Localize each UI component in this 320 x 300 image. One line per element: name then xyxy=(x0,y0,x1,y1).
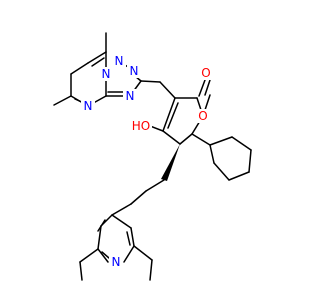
atom-labels: N N N N N O O HO N xyxy=(81,54,213,269)
atom-label-o-ring: O xyxy=(198,109,207,123)
atom-label-n-pyridine: N xyxy=(112,255,121,269)
triazolopyrimidine-ring xyxy=(53,32,176,107)
atom-label-n-pyrimidine: N xyxy=(84,99,93,113)
molecule-structure: N N N N N O O HO N xyxy=(53,32,252,281)
cyclopentyl-ring xyxy=(209,136,252,181)
pyridine-ring xyxy=(79,203,153,281)
ethyl-linker xyxy=(130,144,180,205)
atom-label-n-triazole-1: N xyxy=(115,54,124,68)
atom-label-n-triazole-2: N xyxy=(130,64,139,78)
pyranone-ring xyxy=(149,79,211,146)
atom-label-n-triazole-3: N xyxy=(126,89,135,103)
atom-label-hydroxyl: HO xyxy=(132,119,150,133)
atom-label-n-bridge: N xyxy=(102,67,111,81)
atom-label-o-carbonyl: O xyxy=(201,66,210,80)
